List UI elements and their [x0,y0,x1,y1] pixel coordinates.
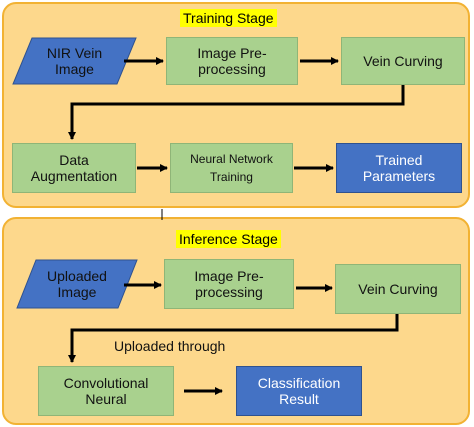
training-trained-label: Trained Parameters [362,152,436,184]
training-preprocess-label: Image Pre- processing [197,45,267,77]
training-nn-label: Neural Network Training [190,152,273,184]
training-trained-node: Trained Parameters [336,143,462,193]
training-curving-node: Vein Curving [341,37,465,85]
training-input-label: NIR Vein Image [46,45,103,77]
inference-curving-label: Vein Curving [358,281,438,297]
inference-cnn-label: Convolutional Neural [63,375,149,407]
training-stage-title: Training Stage [180,9,277,27]
inference-preprocess-node: Image Pre- processing [164,259,294,309]
inference-curving-node: Vein Curving [335,264,461,314]
inference-input-label: Uploaded Image [47,268,107,300]
training-curving-label: Vein Curving [363,53,443,69]
inference-result-node: Classification Result [236,366,362,416]
inference-result-label: Classification Result [257,375,341,407]
training-preprocess-node: Image Pre- processing [166,37,298,85]
inference-preprocess-label: Image Pre- processing [194,268,264,300]
inference-cnn-node: Convolutional Neural [38,366,174,416]
inference-stage-title: Inference Stage [176,230,281,248]
training-augmentation-label: Data Augmentation [30,152,118,184]
training-nn-node: Neural Network Training [170,143,293,193]
training-augmentation-node: Data Augmentation [12,143,136,193]
parallelogram-shape [16,259,138,309]
parallelogram-shape [12,37,137,85]
inference-input-node: Uploaded Image [16,259,138,309]
training-input-node: NIR Vein Image [12,37,137,85]
inference-connector-label: Uploaded through [114,338,226,354]
